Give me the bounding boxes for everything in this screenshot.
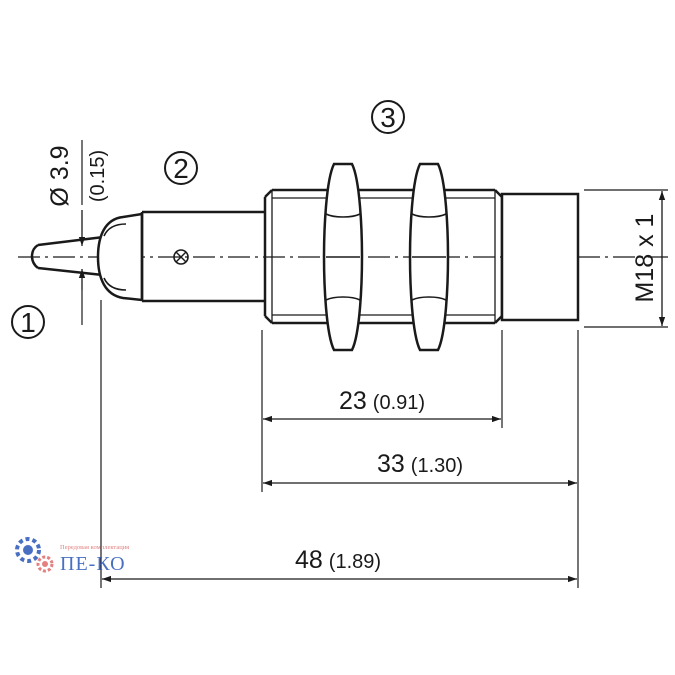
dim-23-sub: (0.91): [373, 392, 425, 414]
thread-size: M18 x 1: [631, 214, 659, 303]
extension-lines: [81, 140, 668, 588]
cable-gland: [96, 212, 144, 302]
dim-label-23: 23 (0.91): [339, 387, 425, 415]
callout-3: 3: [371, 100, 405, 134]
thread-label: M18 x 1: [631, 214, 659, 303]
callout-2-label: 2: [173, 153, 189, 184]
dim-33-sub: (1.30): [411, 455, 463, 477]
watermark-brand: ПЕ-КО: [60, 553, 126, 575]
callout-1-label: 1: [20, 307, 36, 338]
hex-nut-right: [408, 162, 450, 352]
cable-diameter-sub: (0.15): [87, 150, 109, 202]
cable-diameter-sub-label: (0.15): [87, 150, 109, 202]
gear-icon: [15, 537, 41, 563]
watermark-tagline: Передовая комплектация: [60, 544, 129, 551]
dimension-lines: [78, 191, 666, 583]
dim-48-sub: (1.89): [329, 551, 381, 573]
rear-housing: [140, 210, 265, 303]
led-indicator-icon: [173, 249, 189, 265]
dim-48-main: 48: [295, 546, 323, 574]
dim-23-main: 23: [339, 387, 367, 415]
dim-label-48: 48 (1.89): [295, 546, 381, 574]
sensing-face: [500, 192, 580, 322]
callout-3-label: 3: [380, 102, 396, 133]
dim-label-33: 33 (1.30): [377, 450, 463, 478]
dim-33-main: 33: [377, 450, 405, 478]
callout-1-circle: [11, 305, 45, 339]
small-gear-icon: [36, 555, 54, 573]
callout-3-circle: [371, 100, 405, 134]
callout-2: 2: [164, 151, 198, 185]
callout-2-circle: [164, 151, 198, 185]
hex-nut-left: [322, 162, 364, 352]
watermark-logo: Передовая комплектация ПЕ-КО: [15, 537, 129, 575]
threaded-body: [263, 188, 504, 325]
cable-diameter-label: Ø 3.9: [46, 145, 74, 206]
cable-diameter-main: Ø 3.9: [46, 145, 74, 206]
callout-1: 1: [11, 305, 45, 339]
